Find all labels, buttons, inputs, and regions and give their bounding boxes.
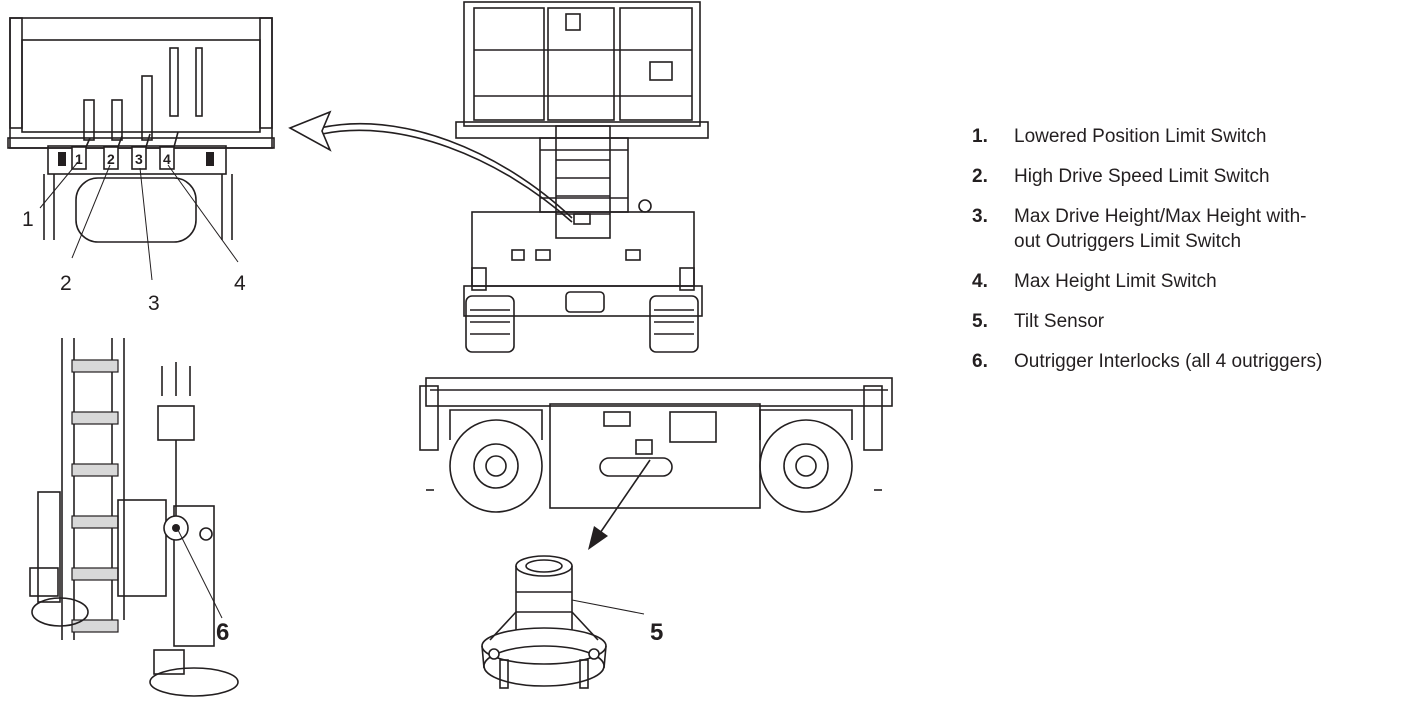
tilt-sensor-detail xyxy=(481,555,645,689)
legend-text: Outrigger Interlocks (all 4 outriggers) xyxy=(1014,351,1323,372)
switch-label-1: 1 xyxy=(75,151,83,167)
callout-1: 1 xyxy=(22,208,34,231)
legend-text: Tilt Sensor xyxy=(1014,311,1105,332)
callout-6: 6 xyxy=(216,619,229,646)
legend-list: 1. Lowered Position Limit Switch 2. High… xyxy=(972,124,1417,389)
callout-4: 4 xyxy=(234,272,246,295)
legend-number: 3. xyxy=(972,206,988,227)
detail-pointer-arrow xyxy=(288,110,573,223)
chassis-side-view xyxy=(419,377,893,513)
legend-number: 6. xyxy=(972,351,988,372)
callout-5: 5 xyxy=(650,619,663,646)
legend-item-4: 4. Max Height Limit Switch xyxy=(972,269,1417,294)
legend-text: High Drive Speed Limit Switch xyxy=(1014,166,1270,187)
legend-item-1: 1. Lowered Position Limit Switch xyxy=(972,124,1417,149)
switch-label-4: 4 xyxy=(163,151,171,167)
legend-number: 5. xyxy=(972,311,988,332)
legend-number: 4. xyxy=(972,271,988,292)
switch-label-3: 3 xyxy=(135,151,143,167)
callout-3: 3 xyxy=(148,292,160,315)
switch-label-2: 2 xyxy=(107,151,115,167)
scissor-lift-rear-view xyxy=(455,1,709,353)
limit-switch-detail xyxy=(7,17,275,281)
legend-item-6: 6. Outrigger Interlocks (all 4 outrigger… xyxy=(972,349,1417,374)
legend-number: 1. xyxy=(972,126,988,147)
callout-2: 2 xyxy=(60,272,72,295)
legend-item-2: 2. High Drive Speed Limit Switch xyxy=(972,164,1417,189)
tilt-sensor-arrow xyxy=(588,459,651,550)
outrigger-interlock-detail xyxy=(29,338,239,697)
legend-item-3: 3. Max Drive Height/Max Height with- out… xyxy=(972,204,1417,254)
legend-number: 2. xyxy=(972,166,988,187)
legend-text: Lowered Position Limit Switch xyxy=(1014,126,1267,147)
legend-text: Max Drive Height/Max Height with- out Ou… xyxy=(1014,206,1307,252)
legend-text: Max Height Limit Switch xyxy=(1014,271,1217,292)
legend-item-5: 5. Tilt Sensor xyxy=(972,309,1417,334)
